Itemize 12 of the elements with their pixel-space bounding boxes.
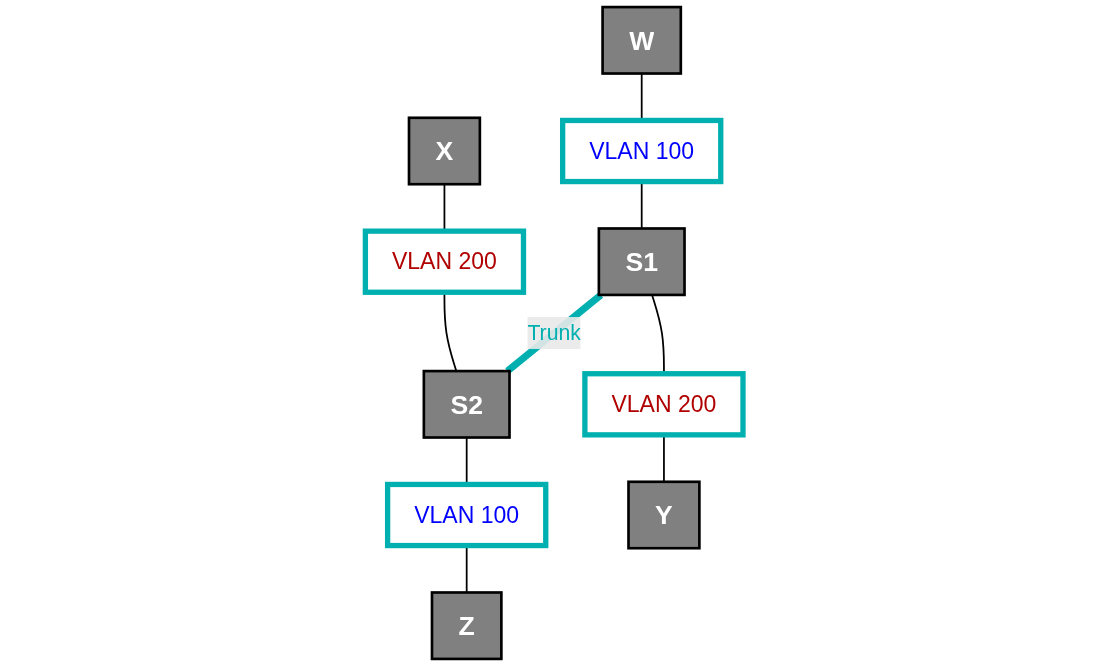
node-box: VLAN 200 — [582, 371, 746, 438]
node-box: Y — [627, 480, 701, 550]
node-box: S2 — [422, 369, 511, 439]
connector — [505, 292, 603, 374]
edge-label: Trunk — [527, 320, 581, 345]
node-box: VLAN 100 — [559, 117, 724, 185]
node-box: S1 — [597, 227, 686, 297]
node-box: VLAN 200 — [362, 228, 526, 295]
node-box: W — [601, 5, 682, 75]
node-box: Z — [430, 591, 503, 661]
node-box: X — [407, 116, 481, 186]
node-box: VLAN 100 — [384, 481, 549, 549]
